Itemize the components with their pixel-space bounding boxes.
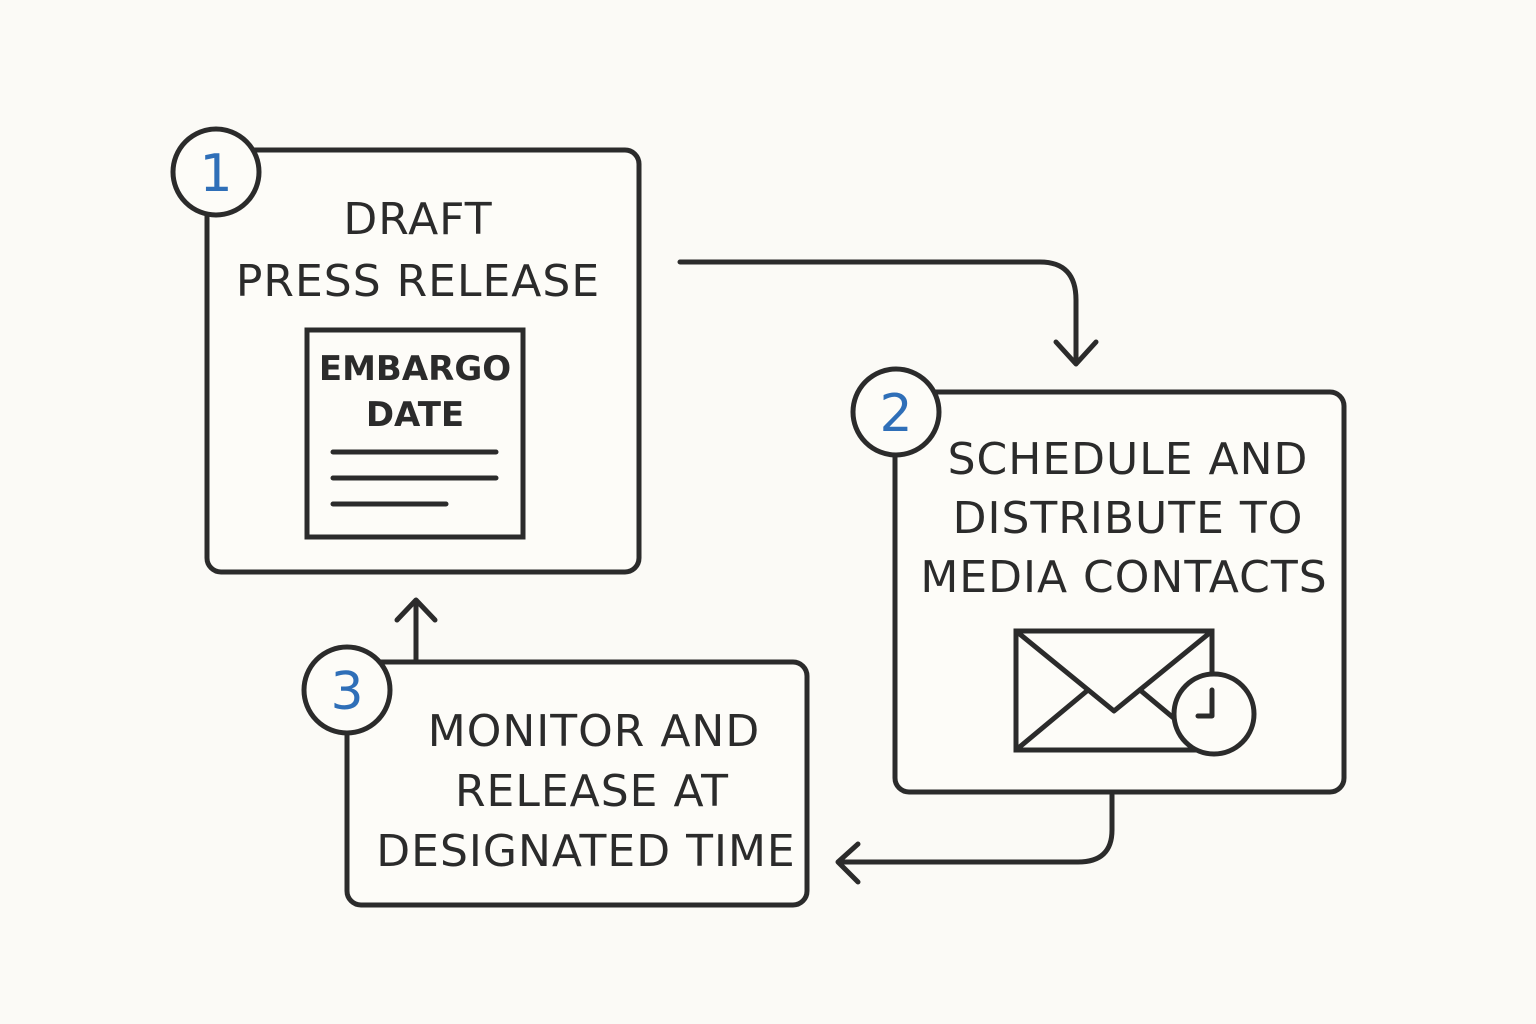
step-2-card: SCHEDULE AND DISTRIBUTE TO MEDIA CONTACT…: [850, 366, 1347, 795]
document-line-2: DATE: [366, 395, 464, 435]
step-3-badge: 3: [301, 644, 393, 736]
envelope-clock-icon: [1013, 628, 1257, 757]
step-2-number: 2: [879, 384, 912, 444]
step-3-box: [344, 659, 810, 908]
connector-step1-to-step2: [677, 259, 1079, 365]
step-3-title-line-1: MONITOR AND: [428, 706, 760, 757]
step-1-title-line-1: DRAFT: [343, 194, 492, 245]
step-3-title-line-2: RELEASE AT: [455, 766, 729, 817]
step-2-title-line-3: MEDIA CONTACTS: [920, 552, 1327, 603]
arrowhead-step1-to-step2: [1053, 339, 1099, 367]
step-1-title-line-2: PRESS RELEASE: [236, 256, 600, 307]
step-1-number: 1: [199, 144, 232, 204]
step-2-title-line-2: DISTRIBUTE TO: [953, 493, 1304, 544]
arrowhead-step2-to-step3: [835, 841, 861, 885]
step-3-card: MONITOR AND RELEASE AT DESIGNATED TIME 3: [301, 644, 810, 908]
step-2-title-line-1: SCHEDULE AND: [948, 434, 1309, 485]
connector-step2-to-step3: [837, 792, 1115, 865]
step-3-number: 3: [330, 662, 363, 722]
step-3-title-line-3: DESIGNATED TIME: [376, 826, 795, 877]
step-2-badge: 2: [850, 366, 942, 458]
step-1-badge: 1: [170, 126, 262, 218]
arrowhead-step3-to-step1: [394, 597, 438, 623]
document-line-1: EMBARGO: [319, 349, 511, 389]
step-1-card: DRAFT PRESS RELEASE EMBARGO DATE 1: [170, 126, 642, 575]
document-icon: EMBARGO DATE: [304, 327, 526, 540]
